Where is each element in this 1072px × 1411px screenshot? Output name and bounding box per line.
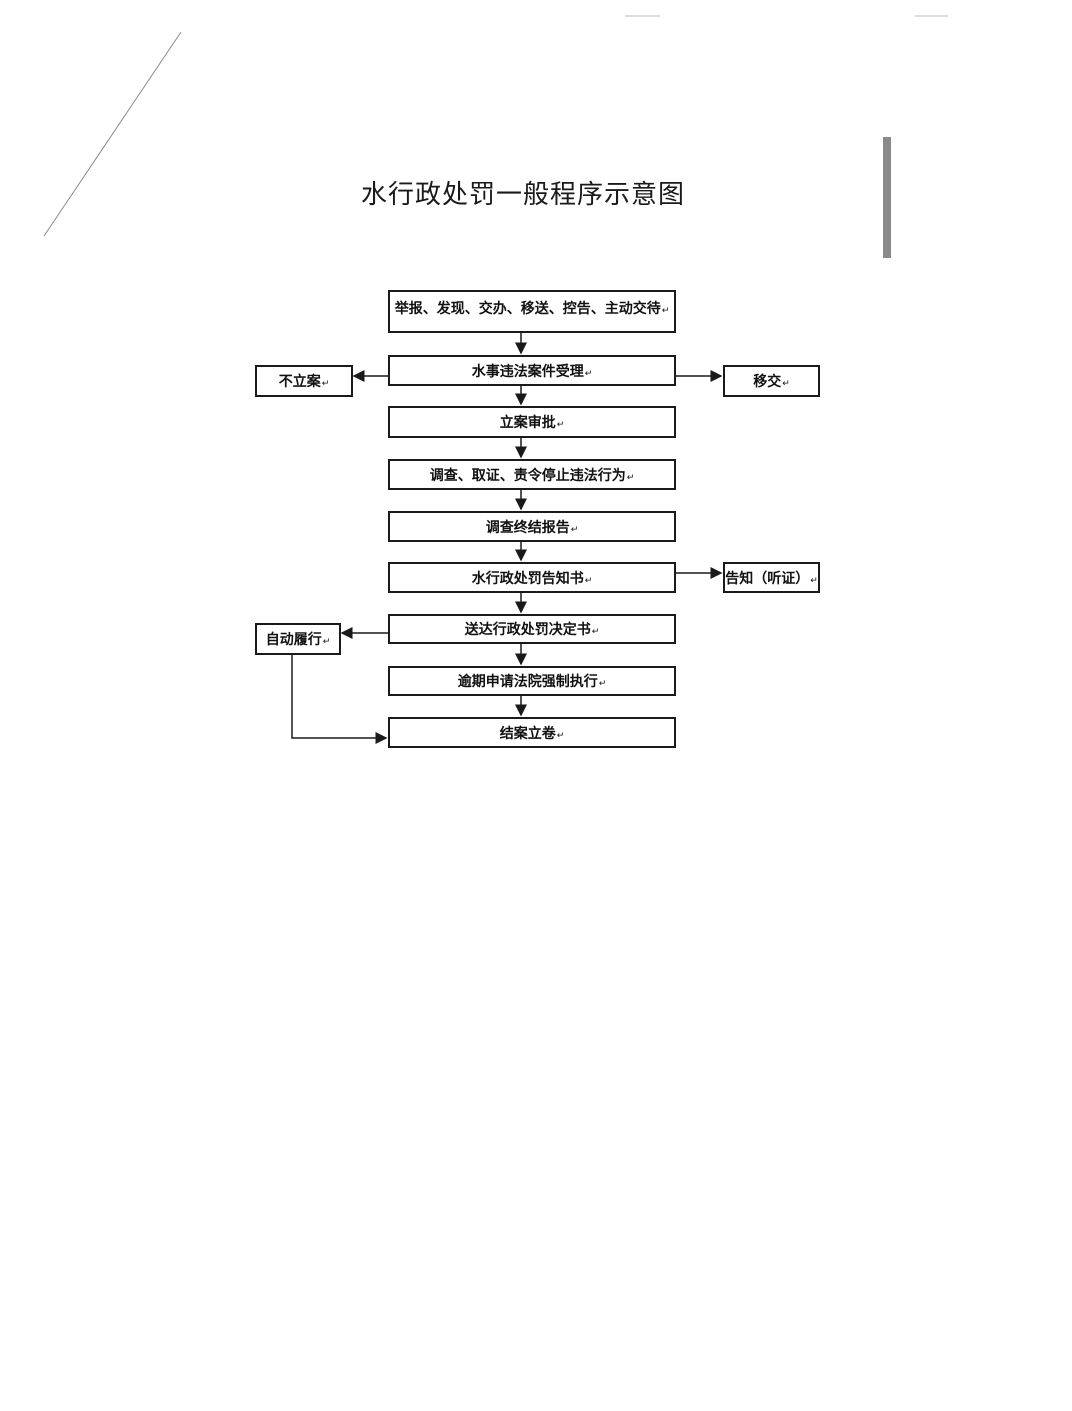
step-investigation: 调查、取证、责令停止违法行为 [388, 459, 676, 490]
scan-artifact-bar [883, 137, 891, 258]
step-filing-approval: 立案审批 [388, 406, 676, 438]
step-label: 自动履行 [266, 629, 331, 649]
side-no-case: 不立案 [255, 365, 353, 397]
step-penalty-notice: 水行政处罚告知书 [388, 562, 676, 593]
step-label: 告知（听证） [725, 568, 818, 588]
side-voluntary-performance: 自动履行 [255, 623, 341, 655]
step-label: 举报、发现、交办、移送、控告、主动交待 [395, 298, 670, 318]
step-case-closing: 结案立卷 [388, 717, 676, 748]
step-label: 立案审批 [500, 412, 565, 432]
step-label: 调查、取证、责令停止违法行为 [430, 465, 635, 485]
step-investigation-report: 调查终结报告 [388, 511, 676, 542]
step-report: 举报、发现、交办、移送、控告、主动交待 [388, 290, 676, 333]
step-court-enforcement: 逾期申请法院强制执行 [388, 666, 676, 696]
side-transfer: 移交 [723, 365, 820, 397]
page-title: 水行政处罚一般程序示意图 [360, 180, 685, 210]
arrow [291, 655, 388, 744]
step-label: 结案立卷 [500, 723, 565, 743]
step-label: 水行政处罚告知书 [472, 568, 593, 588]
step-label: 不立案 [279, 371, 330, 391]
step-case-acceptance: 水事违法案件受理 [388, 355, 676, 386]
step-label: 调查终结报告 [486, 517, 579, 537]
side-notify-hearing: 告知（听证） [723, 562, 820, 593]
step-label: 逾期申请法院强制执行 [458, 671, 607, 691]
step-label: 水事违法案件受理 [472, 361, 593, 381]
step-label: 移交 [753, 371, 790, 391]
step-decision-delivery: 送达行政处罚决定书 [388, 614, 676, 644]
step-label: 送达行政处罚决定书 [465, 619, 600, 639]
scan-artifact-line [43, 31, 182, 237]
